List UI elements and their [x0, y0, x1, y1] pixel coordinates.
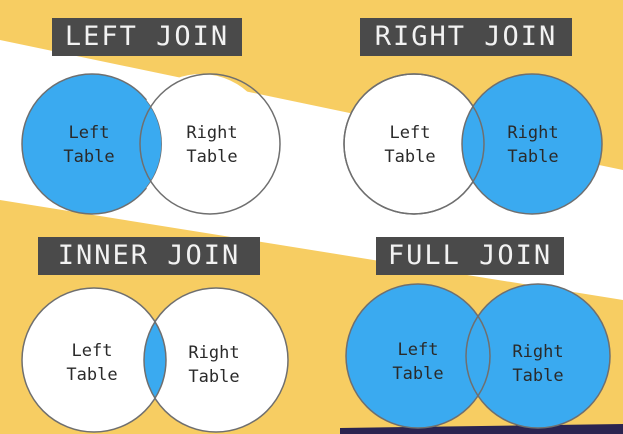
- right-table-label-2: Table: [512, 366, 563, 386]
- right-table-circle: [139, 73, 281, 215]
- right-table-circle: [466, 284, 610, 428]
- right-table-label: Right: [507, 123, 558, 143]
- left-table-outline: [343, 73, 485, 215]
- left-join-title: LEFT JOIN: [52, 18, 242, 56]
- left-table-label-2: Table: [63, 147, 114, 167]
- left-join-right-only-region: [146, 74, 271, 214]
- inner-join-diagram: Left Table Right Table: [21, 287, 289, 433]
- left-table-outline: [345, 283, 491, 429]
- right-table-label-2: Table: [186, 147, 237, 167]
- right-table-outline: [461, 73, 603, 215]
- left-table-label-2: Table: [384, 147, 435, 167]
- right-table-outline: [143, 287, 289, 433]
- left-table-circle: [22, 288, 166, 432]
- left-table-label: Left: [69, 123, 110, 143]
- full-join-title: FULL JOIN: [376, 237, 564, 275]
- right-table-label: Right: [188, 343, 239, 363]
- left-table-circle: [346, 284, 490, 428]
- left-table-label: Left: [72, 341, 113, 361]
- left-table-circle: [21, 73, 163, 215]
- right-table-outline: [465, 283, 611, 429]
- right-table-circle: [462, 74, 602, 214]
- left-table-label-2: Table: [392, 364, 443, 384]
- right-table-label-2: Table: [507, 147, 558, 167]
- left-table-label: Left: [398, 340, 439, 360]
- full-join-diagram: Left Table Right Table: [345, 283, 611, 429]
- intersection-region: [144, 321, 166, 399]
- inner-join-title: INNER JOIN: [38, 237, 260, 275]
- left-join-diagram: Left Table Right Table: [21, 73, 281, 215]
- right-join-title: RIGHT JOIN: [360, 18, 572, 56]
- left-table-outline: [21, 287, 167, 433]
- right-table-label: Right: [186, 123, 237, 143]
- right-table-label: Right: [512, 342, 563, 362]
- right-join-diagram: Left Table Right Table: [343, 73, 603, 215]
- left-table-label-2: Table: [66, 365, 117, 385]
- right-table-label-2: Table: [188, 367, 239, 387]
- right-table-circle: [144, 288, 288, 432]
- left-table-label: Left: [390, 123, 431, 143]
